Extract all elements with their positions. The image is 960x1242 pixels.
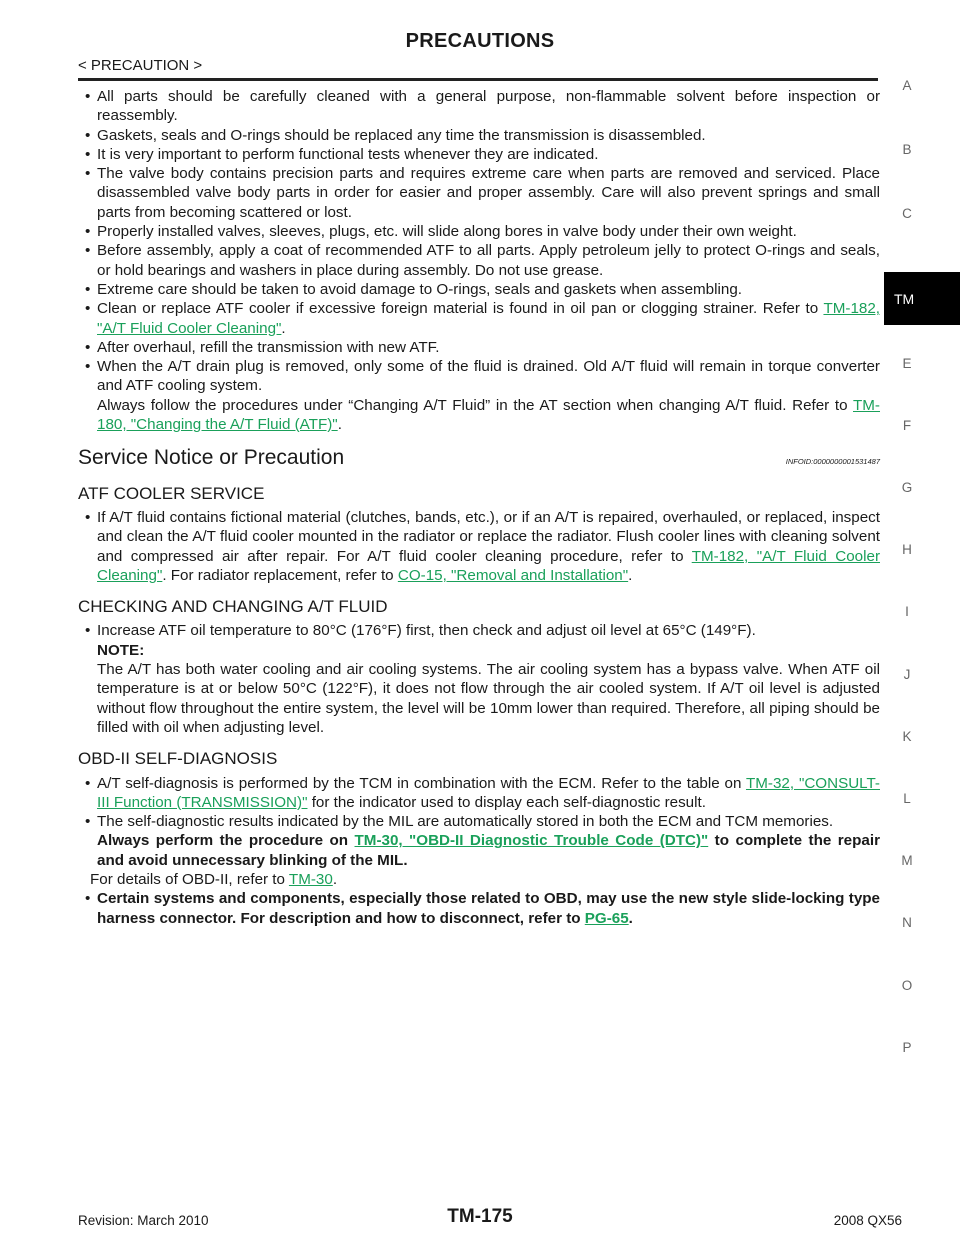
side-index-n[interactable]: N <box>902 915 912 930</box>
side-index-m[interactable]: M <box>901 853 913 868</box>
side-index-p[interactable]: P <box>902 1040 912 1055</box>
page-title: PRECAUTIONS <box>405 30 555 52</box>
header-divider <box>78 78 878 81</box>
side-index-i[interactable]: I <box>905 604 909 619</box>
link-tm-30[interactable]: TM-30 <box>288 870 333 888</box>
list-item: All parts should be carefully cleaned wi… <box>78 87 880 126</box>
list-item: The self-diagnostic results indicated by… <box>78 812 880 870</box>
side-index-b[interactable]: B <box>902 142 912 157</box>
side-index-j[interactable]: J <box>903 667 911 682</box>
subheading-obd: OBD-II SELF-DIAGNOSIS <box>78 749 278 769</box>
obd-details: For details of OBD-II, refer to TM-30. <box>90 870 338 888</box>
link-co-15[interactable]: CO-15, "Removal and Installation" <box>397 566 629 584</box>
link-tm-182-cooler[interactable]: TM-182, "A/T Fluid Cooler Cleaning" <box>97 547 880 584</box>
list-item: Certain systems and components, especial… <box>78 889 880 928</box>
subheading-checking: CHECKING AND CHANGING A/T FLUID <box>78 597 388 617</box>
info-id: INFOID:0000000001531487 <box>785 457 880 467</box>
section-title: Service Notice or Precaution <box>78 446 345 470</box>
side-index-o[interactable]: O <box>901 978 913 993</box>
link-tm-182[interactable]: TM-182, "A/T Fluid Cooler Cleaning" <box>97 300 880 337</box>
list-item: After overhaul, refill the transmission … <box>78 338 880 358</box>
list-item: A/T self-diagnosis is performed by the T… <box>78 774 880 813</box>
list-item: Before assembly, apply a coat of recomme… <box>78 241 880 280</box>
list-item: Gaskets, seals and O-rings should be rep… <box>78 126 880 146</box>
list-item: If A/T fluid contains fictional material… <box>78 508 880 585</box>
list-item: Clean or replace ATF cooler if excessive… <box>78 299 880 338</box>
side-index-k[interactable]: K <box>902 729 912 744</box>
intro-bullet-list: All parts should be carefully cleaned wi… <box>78 87 880 434</box>
side-index-f[interactable]: F <box>902 418 912 433</box>
side-index-e[interactable]: E <box>902 356 912 371</box>
link-pg-65[interactable]: PG-65 <box>584 909 629 927</box>
link-tm-32[interactable]: TM-32, "CONSULT-III Function (TRANSMISSI… <box>97 774 880 811</box>
side-index-g[interactable]: G <box>901 480 913 495</box>
footer-model: 2008 QX56 <box>833 1213 902 1228</box>
list-item: Properly installed valves, sleeves, plug… <box>78 222 880 242</box>
side-index-a[interactable]: A <box>902 78 912 93</box>
link-tm-30-dtc[interactable]: TM-30, "OBD-II Diagnostic Trouble Code (… <box>354 832 709 850</box>
list-item: When the A/T drain plug is removed, only… <box>78 357 880 434</box>
subheading-atf-cooler: ATF COOLER SERVICE <box>78 483 265 503</box>
breadcrumb: < PRECAUTION > <box>78 57 203 74</box>
list-item: Increase ATF oil temperature to 80°C (17… <box>78 621 880 737</box>
side-index-h[interactable]: H <box>902 542 912 557</box>
section-heading: Service Notice or Precaution INFOID:0000… <box>78 446 880 471</box>
side-index-tm[interactable]: TM <box>884 272 960 325</box>
footer-revision: Revision: March 2010 <box>78 1213 209 1228</box>
link-tm-180[interactable]: TM-180, "Changing the A/T Fluid (ATF)" <box>97 396 880 434</box>
list-item: The valve body contains precision parts … <box>78 164 880 222</box>
list-item: Extreme care should be taken to avoid da… <box>78 280 880 300</box>
side-index-l[interactable]: L <box>903 791 911 806</box>
side-index-c[interactable]: C <box>902 206 912 221</box>
list-item: It is very important to perform function… <box>78 145 880 165</box>
footer-page-number: TM-175 <box>447 1206 513 1227</box>
main-content: All parts should be carefully cleaned wi… <box>78 87 880 928</box>
note-label: NOTE: <box>97 641 145 659</box>
